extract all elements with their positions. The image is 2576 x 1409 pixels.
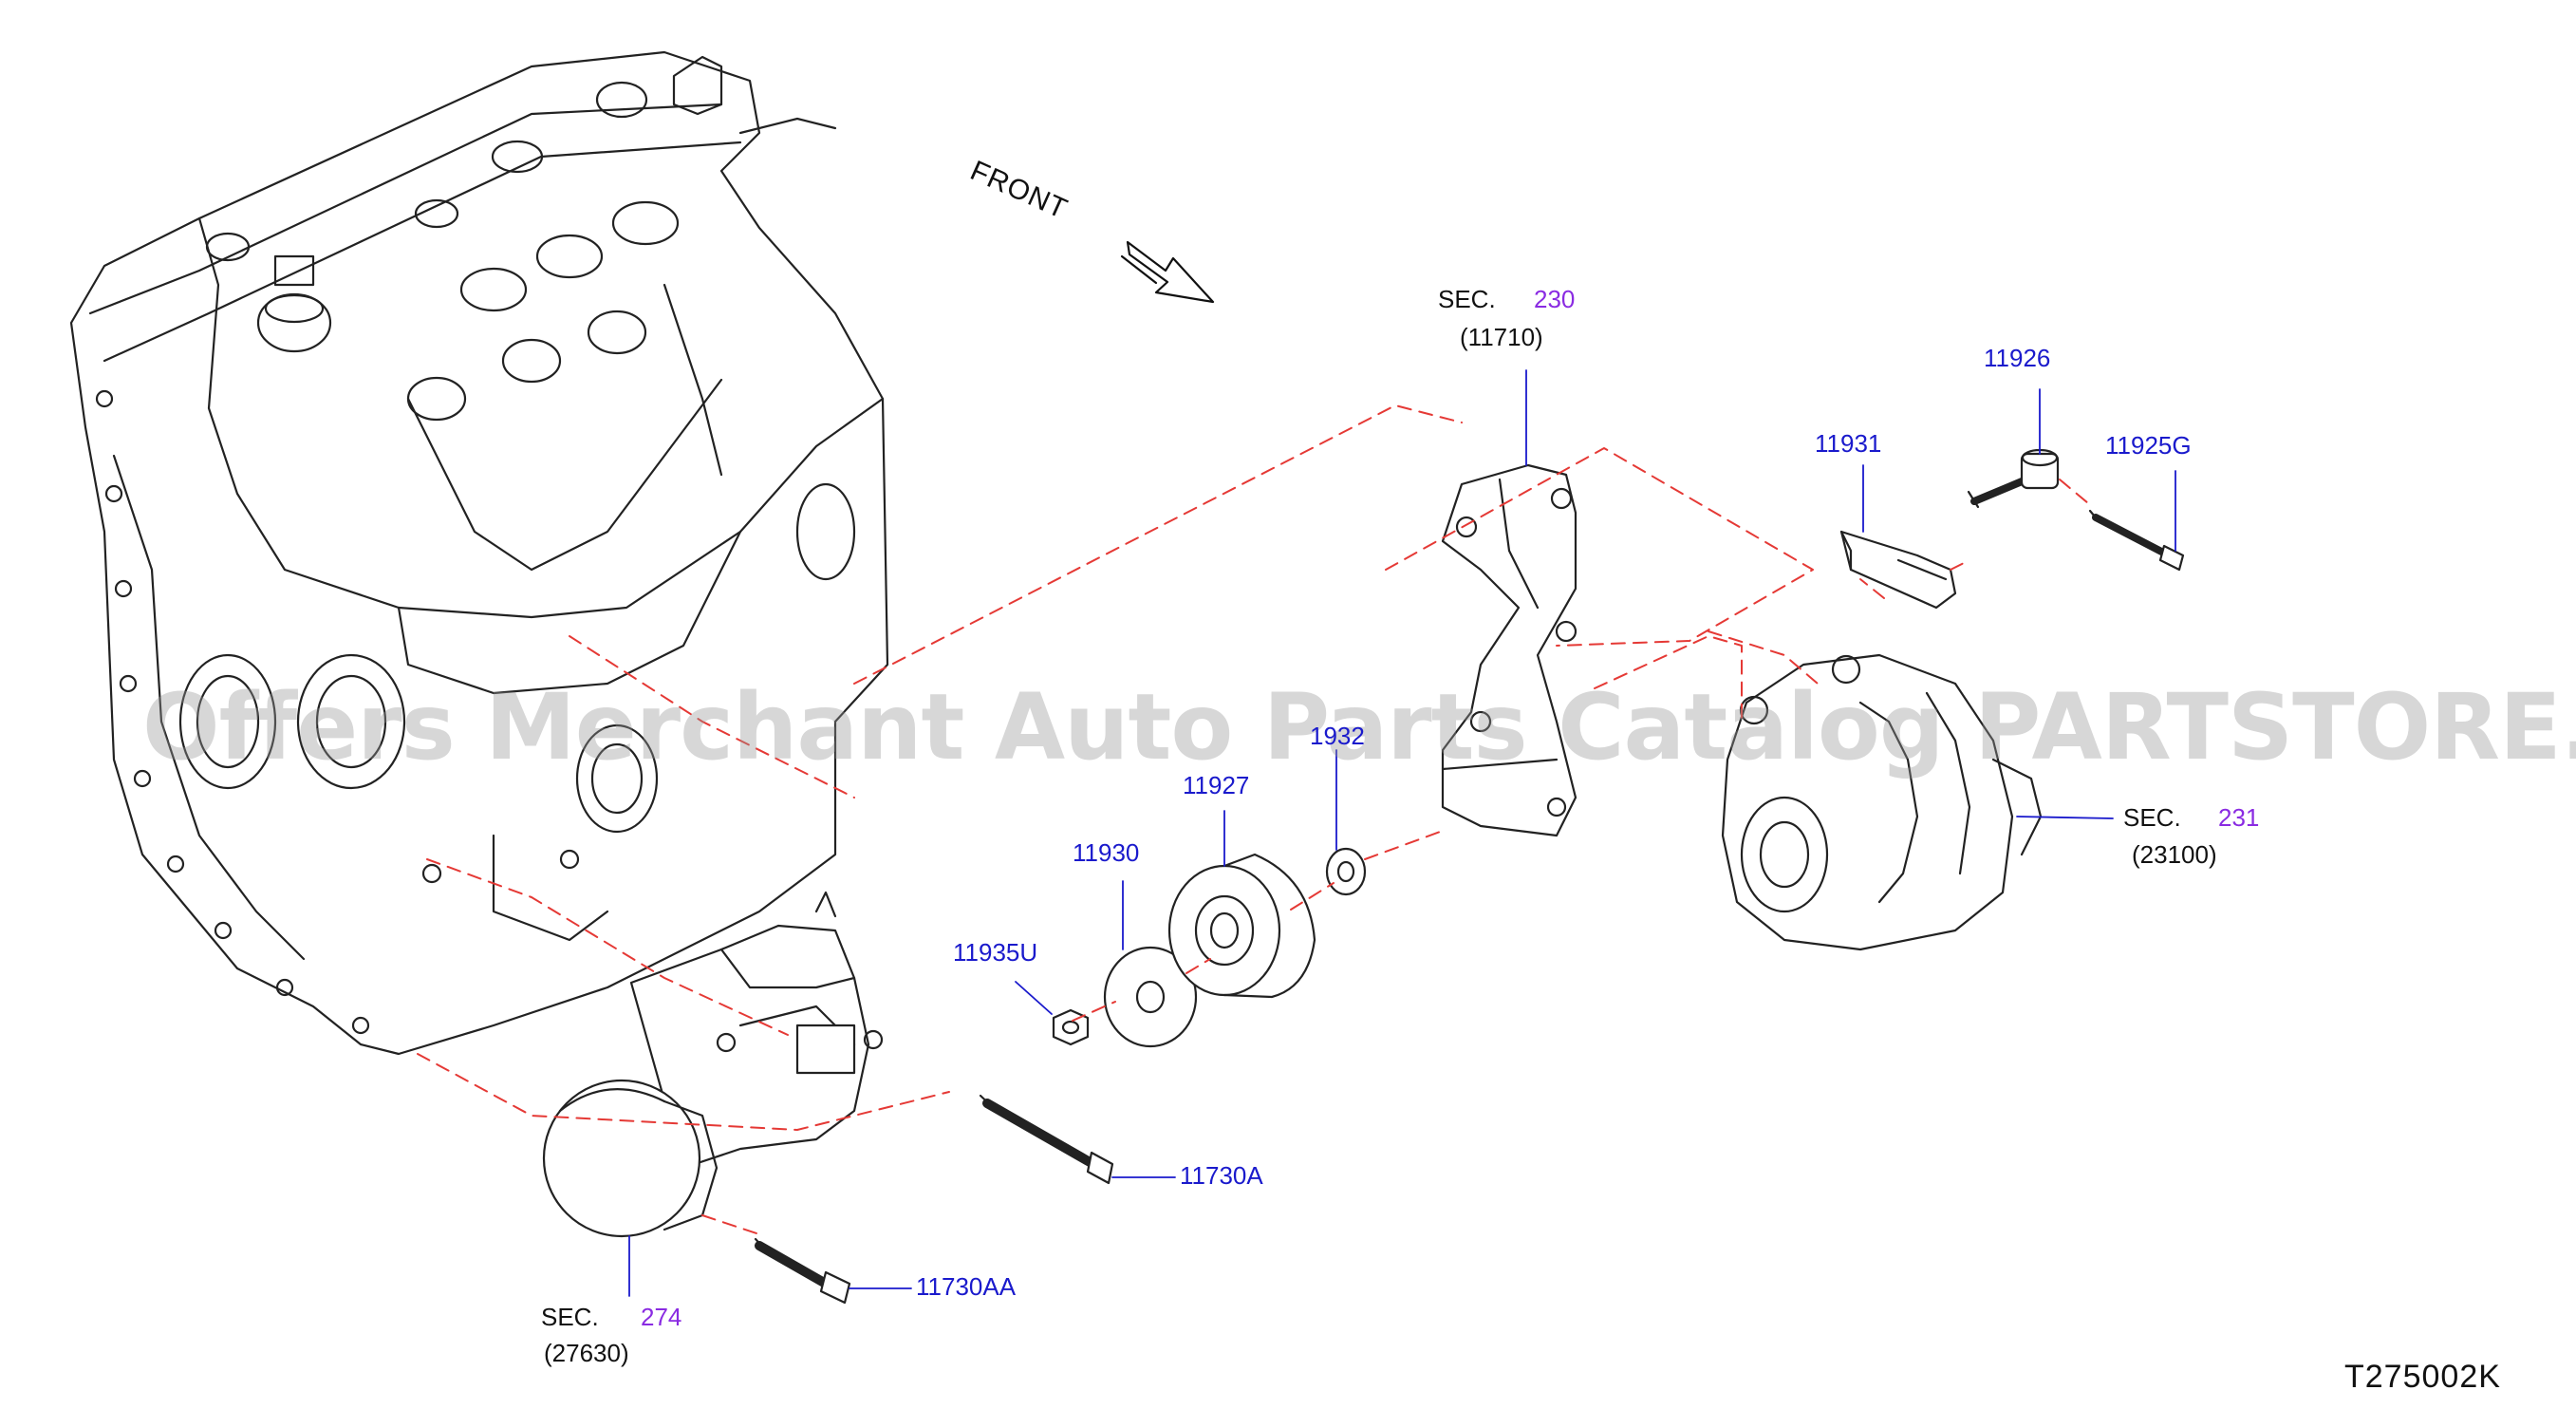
part-11927-label[interactable]: 11927 [1183, 771, 1250, 799]
clip-11931-shape [1839, 530, 1957, 610]
part-11730aa-label[interactable]: 11730AA [916, 1272, 1017, 1301]
assembly-leader-lines [417, 404, 2089, 1235]
section-231-ref: (23100) [2132, 840, 2217, 869]
engine-block [69, 50, 889, 1056]
part-11926-label[interactable]: 11926 [1984, 344, 2051, 372]
part-1932-label[interactable]: 1932 [1310, 722, 1365, 750]
section-230-number[interactable]: 230 [1534, 285, 1576, 313]
ac-compressor [542, 891, 884, 1238]
section-274-ref: (27630) [544, 1339, 629, 1367]
bolt-11926-shape [1967, 448, 2060, 509]
part-11730a-label[interactable]: 11730A [1180, 1161, 1263, 1190]
section-230-ref: (11710) [1460, 323, 1543, 351]
part-11925g-label[interactable]: 11925G [2105, 431, 2192, 460]
part-11931-label[interactable]: 11931 [1815, 429, 1882, 458]
section-274-prefix: SEC. [541, 1303, 599, 1331]
alternator-shape [1721, 653, 2043, 951]
part-leader-lines [628, 369, 2176, 1297]
part-11935u-label[interactable]: 11935U [953, 938, 1038, 967]
nut-11935u-shape [1052, 1008, 1090, 1046]
bracket-11710-shape [1441, 463, 1577, 837]
idler-pulley-11927-shape [1167, 853, 1316, 999]
section-230-prefix: SEC. [1438, 285, 1496, 313]
bolt-11730aa-shape [754, 1237, 851, 1305]
spacer-1932-shape [1325, 847, 1367, 896]
section-231-prefix: SEC. [2123, 803, 2181, 832]
section-231-number[interactable]: 231 [2218, 803, 2260, 832]
washer-11930-shape [1103, 946, 1198, 1048]
diagram-code: T275002K [2344, 1359, 2501, 1395]
front-arrow-icon [1120, 240, 1215, 304]
bolt-11925g-shape [2088, 509, 2185, 572]
part-11930-label[interactable]: 11930 [1073, 838, 1140, 867]
section-274-number[interactable]: 274 [641, 1303, 682, 1331]
bolt-11730a-shape [979, 1094, 1114, 1185]
